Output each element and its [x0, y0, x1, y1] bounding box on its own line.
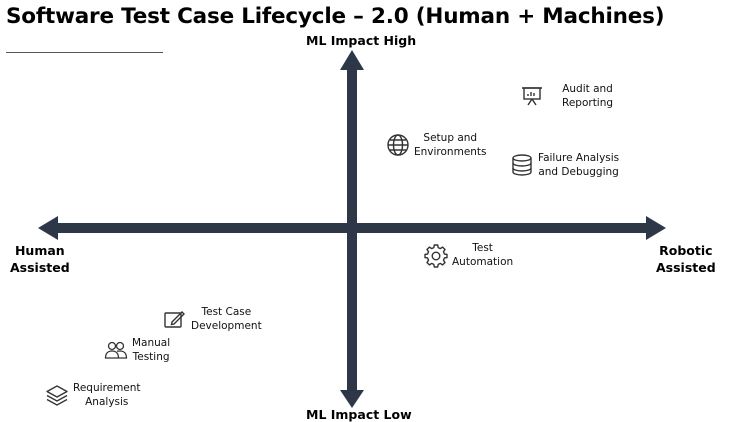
- presentation-icon: [522, 87, 542, 106]
- item-manual-testing-label: Manual Testing: [132, 337, 171, 363]
- vertical-axis-bottom-arrowhead: [340, 390, 364, 408]
- axis-label-right: Robotic Assisted: [656, 243, 716, 275]
- item-setup-environments-label: Setup and Environments: [414, 132, 487, 158]
- vertical-axis-top-arrowhead: [340, 50, 364, 70]
- item-test-automation: Test Automation: [424, 242, 514, 269]
- users-icon: [104, 341, 128, 359]
- item-setup-environments: Setup and Environments: [386, 131, 487, 159]
- item-test-case-development-label: Test Case Development: [191, 306, 262, 332]
- horizontal-axis: [56, 223, 652, 233]
- title-underline: [6, 52, 163, 53]
- item-requirement-analysis-label: Requirement Analysis: [73, 382, 141, 408]
- item-test-case-development: Test Case Development: [163, 305, 262, 333]
- horizontal-axis-left-arrowhead: [38, 216, 58, 240]
- axis-label-left: Human Assisted: [10, 243, 70, 275]
- horizontal-axis-right-arrowhead: [646, 216, 666, 240]
- database-icon: [512, 154, 532, 176]
- globe-icon: [387, 134, 409, 156]
- item-failure-analysis: Failure Analysis and Debugging: [510, 151, 619, 179]
- gear-icon: [424, 244, 448, 268]
- layers-icon: [46, 385, 68, 406]
- axis-label-bottom: ML Impact Low: [306, 407, 412, 422]
- axis-label-top: ML Impact High: [306, 33, 417, 48]
- edit-icon: [164, 311, 185, 328]
- item-audit-reporting-label: Audit and Reporting: [562, 83, 614, 109]
- page-title: Software Test Case Lifecycle – 2.0 (Huma…: [6, 4, 665, 29]
- item-manual-testing: Manual Testing: [104, 336, 170, 364]
- item-test-automation-label: Test Automation: [452, 242, 514, 268]
- item-audit-reporting: Audit and Reporting: [520, 82, 613, 110]
- item-failure-analysis-label: Failure Analysis and Debugging: [538, 152, 620, 178]
- item-requirement-analysis: Requirement Analysis: [45, 381, 141, 409]
